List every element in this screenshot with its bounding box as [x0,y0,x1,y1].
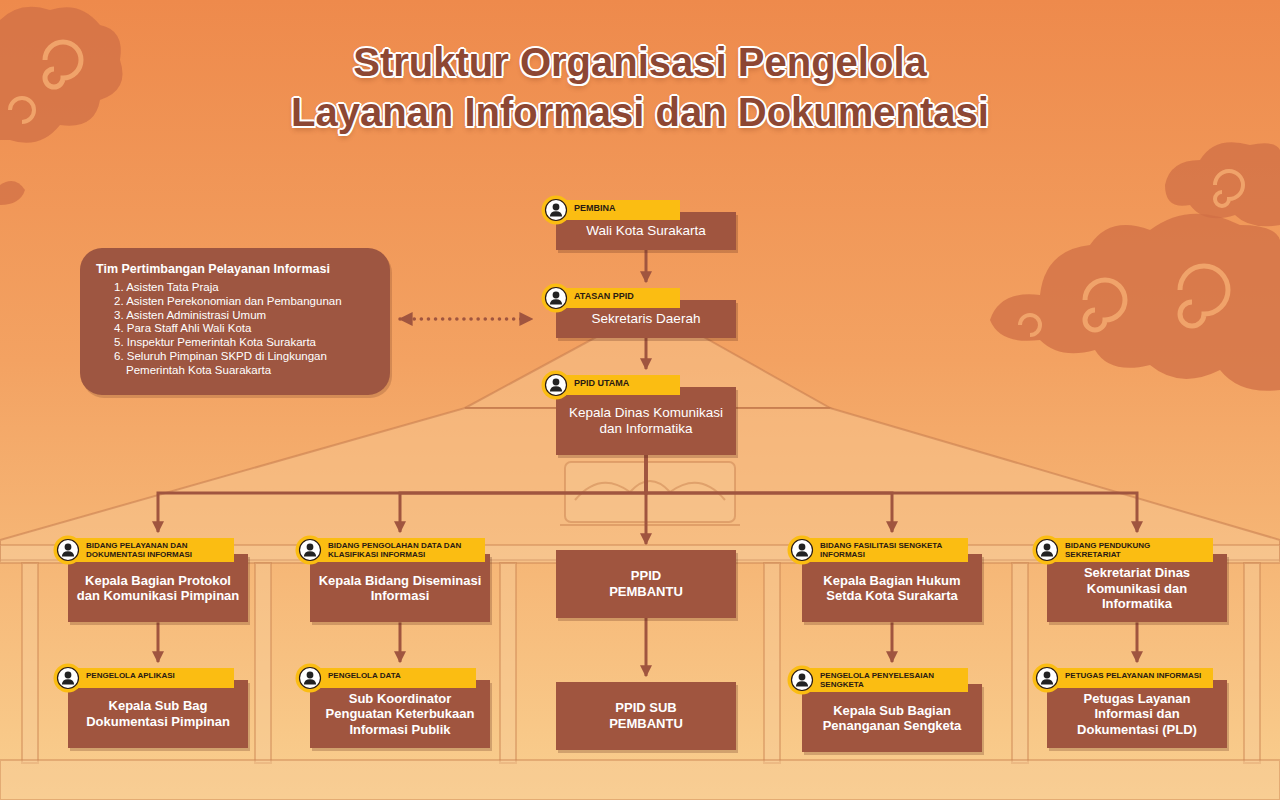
panel-list-item: 3. Asisten Administrasi Umum [96,309,374,323]
role-tag-row: PPID UTAMA [540,375,736,395]
role-box: PETUGAS PELAYANAN INFORMASI Petugas Layan… [1031,668,1227,748]
role-name: Kepala Dinas Komunikasi dan Informatika [564,405,728,437]
pendopo-roof [0,335,1280,560]
role-tag-row: BIDANG PELAYANAN DAN DOKUMENTASI INFORMA… [52,538,248,562]
role-box: BIDANG PENGOLAHAN DATA DAN KLASIFIKASI I… [294,538,490,622]
role-name: Kepala Bagian Protokol dan Komunikasi Pi… [76,573,240,604]
connector-arrow [400,455,646,532]
role-tag: ATASAN PPID [556,288,680,308]
role-tag: PPID UTAMA [556,375,680,395]
role-box: BIDANG PENDUKUNG SEKRETARIAT Sekretariat … [1031,538,1227,622]
cloud-ornament [0,7,1280,391]
person-icon [53,535,83,565]
role-box: BIDANG FASILITASI SENGKETA INFORMASI Kepa… [786,538,982,622]
role-name: PPID SUB PEMBANTU [596,700,696,731]
role-box: ATASAN PPID Sekretaris Daerah [540,288,736,338]
role-tag-row: PETUGAS PELAYANAN INFORMASI [1031,668,1227,688]
role-box: PPID PEMBANTU [556,550,736,618]
panel-list-item: 5. Inspektur Pemerintah Kota Surakarta [96,336,374,350]
role-box: PPID UTAMA Kepala Dinas Komunikasi dan In… [540,375,736,455]
role-box: PENGELOLA DATA Sub Koordinator Penguatan … [294,668,490,748]
role-box-body: PPID PEMBANTU [556,550,736,618]
role-box: PENGELOLA APLIKASI Kepala Sub Bag Dokumen… [52,668,248,748]
role-name: PPID PEMBANTU [596,568,696,599]
role-box: PENGELOLA PENYELESAIAN SENGKETA Kepala Su… [786,668,982,752]
role-box-body: Kepala Sub Bag Dokumentasi Pimpinan [68,680,248,748]
role-box-body: Sekretariat Dinas Komunikasi dan Informa… [1047,554,1227,622]
role-name: Sekretariat Dinas Komunikasi dan Informa… [1055,565,1219,612]
person-icon [541,370,571,400]
role-name: Petugas Layanan Informasi dan Dokumentas… [1055,691,1219,738]
person-icon [787,535,817,565]
panel-list-item: 4. Para Staff Ahli Wali Kota [96,322,374,336]
role-box-body: Kepala Bagian Protokol dan Komunikasi Pi… [68,554,248,622]
panel-list-item: 6. Seluruh Pimpinan SKPD di Lingkungan P… [96,350,374,378]
person-icon [1032,535,1062,565]
role-tag: BIDANG PELAYANAN DAN DOKUMENTASI INFORMA… [68,538,234,562]
role-tag: PENGELOLA PENYELESAIAN SENGKETA [802,668,968,692]
role-name: Kepala Bidang Diseminasi Informasi [318,573,482,604]
role-name: Kepala Sub Bag Dokumentasi Pimpinan [76,698,240,729]
role-tag-row: ATASAN PPID [540,288,736,308]
role-box: PEMBINA Wali Kota Surakarta [540,200,736,250]
person-icon [787,665,817,695]
panel-list-item: 2. Asisten Perekonomian dan Pembangunan [96,295,374,309]
role-tag-row: PEMBINA [540,200,736,220]
role-name: Wali Kota Surakarta [586,223,706,239]
role-name: Sub Koordinator Penguatan Keterbukaan In… [318,691,482,738]
role-tag-row: PENGELOLA APLIKASI [52,668,248,688]
role-tag-row: PENGELOLA PENYELESAIAN SENGKETA [786,668,982,692]
role-tag: PENGELOLA DATA [310,668,476,688]
role-tag: PETUGAS PELAYANAN INFORMASI [1047,668,1213,688]
role-tag-row: BIDANG PENDUKUNG SEKRETARIAT [1031,538,1227,562]
role-name: Kepala Bagian Hukum Setda Kota Surakarta [810,573,974,604]
connector-arrow [645,618,648,676]
person-icon [295,535,325,565]
role-tag: PENGELOLA APLIKASI [68,668,234,688]
connector-arrow [1136,622,1139,662]
connector-arrow [399,622,402,662]
role-box-body: PPID SUB PEMBANTU [556,682,736,750]
panel-heading: Tim Pertimbangan Pelayanan Informasi [96,262,374,276]
role-tag-row: PENGELOLA DATA [294,668,490,688]
person-icon [541,195,571,225]
committee-panel: Tim Pertimbangan Pelayanan Informasi 1. A… [80,248,390,395]
role-name: Kepala Sub Bagian Penanganan Sengketa [810,703,974,734]
person-icon [541,283,571,313]
role-box-body: Petugas Layanan Informasi dan Dokumentas… [1047,680,1227,748]
person-icon [295,663,325,693]
connector-arrow [646,455,1137,532]
connector-arrow [645,250,648,282]
role-tag: BIDANG FASILITASI SENGKETA INFORMASI [802,538,968,562]
panel-list-item: 1. Asisten Tata Praja [96,281,374,295]
connector-arrow [158,455,646,532]
role-tag-row: BIDANG FASILITASI SENGKETA INFORMASI [786,538,982,562]
role-box-body: Kepala Bagian Hukum Setda Kota Surakarta [802,554,982,622]
role-tag-row: BIDANG PENGOLAHAN DATA DAN KLASIFIKASI I… [294,538,490,562]
role-box-body: Kepala Dinas Komunikasi dan Informatika [556,387,736,455]
role-box-body: Sub Koordinator Penguatan Keterbukaan In… [310,680,490,748]
person-icon [1032,663,1062,693]
role-tag: BIDANG PENGOLAHAN DATA DAN KLASIFIKASI I… [310,538,485,562]
role-box-body: Kepala Sub Bagian Penanganan Sengketa [802,684,982,752]
pendopo-hall [0,545,1280,800]
connector-arrow [157,622,160,662]
connector-arrow [891,622,894,662]
person-icon [53,663,83,693]
role-box: BIDANG PELAYANAN DAN DOKUMENTASI INFORMA… [52,538,248,622]
role-box: PPID SUB PEMBANTU [556,682,736,750]
role-tag: PEMBINA [556,200,680,220]
role-name: Sekretaris Daerah [592,311,701,327]
dotted-arrow [400,317,532,321]
role-tag: BIDANG PENDUKUNG SEKRETARIAT [1047,538,1213,562]
role-box-body: Kepala Bidang Diseminasi Informasi [310,554,490,622]
connector-arrow [645,338,648,369]
diagram-title: Struktur Organisasi Pengelola Layanan In… [90,38,1190,137]
